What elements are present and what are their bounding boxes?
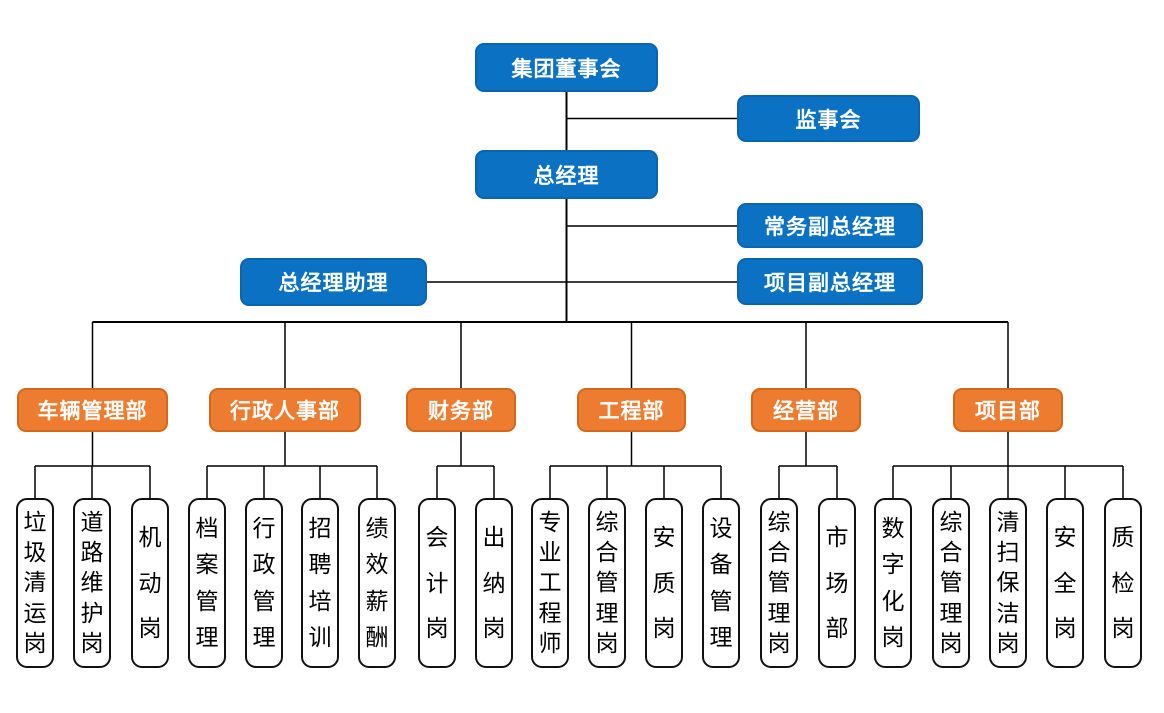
dept-vehicle-management: 车辆管理部 xyxy=(17,388,168,432)
position-box: 市场部 xyxy=(818,498,856,668)
position-label: 绩效薪酬 xyxy=(365,515,389,650)
dept-project: 项目部 xyxy=(953,388,1063,432)
dept-engineering: 工程部 xyxy=(577,388,686,432)
position-label: 设备管理 xyxy=(709,515,733,650)
position-label: 专业工程师 xyxy=(538,509,562,656)
position-box: 安全岗 xyxy=(1046,498,1084,668)
node-gm-assistant: 总经理助理 xyxy=(240,258,427,306)
position-label: 道路维护岗 xyxy=(80,509,104,656)
position-box: 绩效薪酬 xyxy=(358,498,396,668)
position-box: 综合管理岗 xyxy=(588,498,626,668)
position-label: 安质岗 xyxy=(652,524,676,641)
node-supervisory-board: 监事会 xyxy=(737,95,920,142)
position-label: 招聘培训 xyxy=(308,515,332,650)
position-box: 招聘培训 xyxy=(301,498,339,668)
node-project-deputy-gm: 项目副总经理 xyxy=(737,258,923,305)
position-box: 清扫保洁岗 xyxy=(989,498,1027,668)
position-box: 安质岗 xyxy=(645,498,683,668)
position-label: 数字化岗 xyxy=(881,515,905,650)
position-label: 市场部 xyxy=(825,524,849,641)
position-box: 出纳岗 xyxy=(475,498,513,668)
position-label: 行政管理 xyxy=(252,515,276,650)
position-box: 垃圾清运岗 xyxy=(16,498,54,668)
position-box: 综合管理岗 xyxy=(760,498,798,668)
position-label: 综合管理岗 xyxy=(767,509,791,656)
position-label: 档案管理 xyxy=(195,515,219,650)
position-box: 行政管理 xyxy=(245,498,283,668)
node-board-of-directors: 集团董事会 xyxy=(475,43,658,92)
position-box: 综合管理岗 xyxy=(932,498,970,668)
position-label: 综合管理岗 xyxy=(595,509,619,656)
position-label: 质检岗 xyxy=(1111,524,1135,641)
position-box: 数字化岗 xyxy=(874,498,912,668)
position-label: 综合管理岗 xyxy=(939,509,963,656)
position-label: 垃圾清运岗 xyxy=(23,509,47,656)
position-label: 安全岗 xyxy=(1053,524,1077,641)
dept-admin-hr: 行政人事部 xyxy=(209,388,361,432)
position-label: 出纳岗 xyxy=(482,524,506,641)
dept-operations: 经营部 xyxy=(751,388,861,432)
position-box: 档案管理 xyxy=(188,498,226,668)
node-general-manager: 总经理 xyxy=(475,150,658,199)
position-box: 专业工程师 xyxy=(531,498,569,668)
position-box: 机动岗 xyxy=(131,498,169,668)
dept-finance: 财务部 xyxy=(406,388,516,432)
node-executive-deputy-gm: 常务副总经理 xyxy=(737,203,923,248)
position-label: 机动岗 xyxy=(138,524,162,641)
position-label: 清扫保洁岗 xyxy=(996,509,1020,656)
position-box: 道路维护岗 xyxy=(73,498,111,668)
position-box: 设备管理 xyxy=(702,498,740,668)
position-label: 会计岗 xyxy=(425,524,449,641)
position-box: 会计岗 xyxy=(418,498,456,668)
position-box: 质检岗 xyxy=(1104,498,1142,668)
